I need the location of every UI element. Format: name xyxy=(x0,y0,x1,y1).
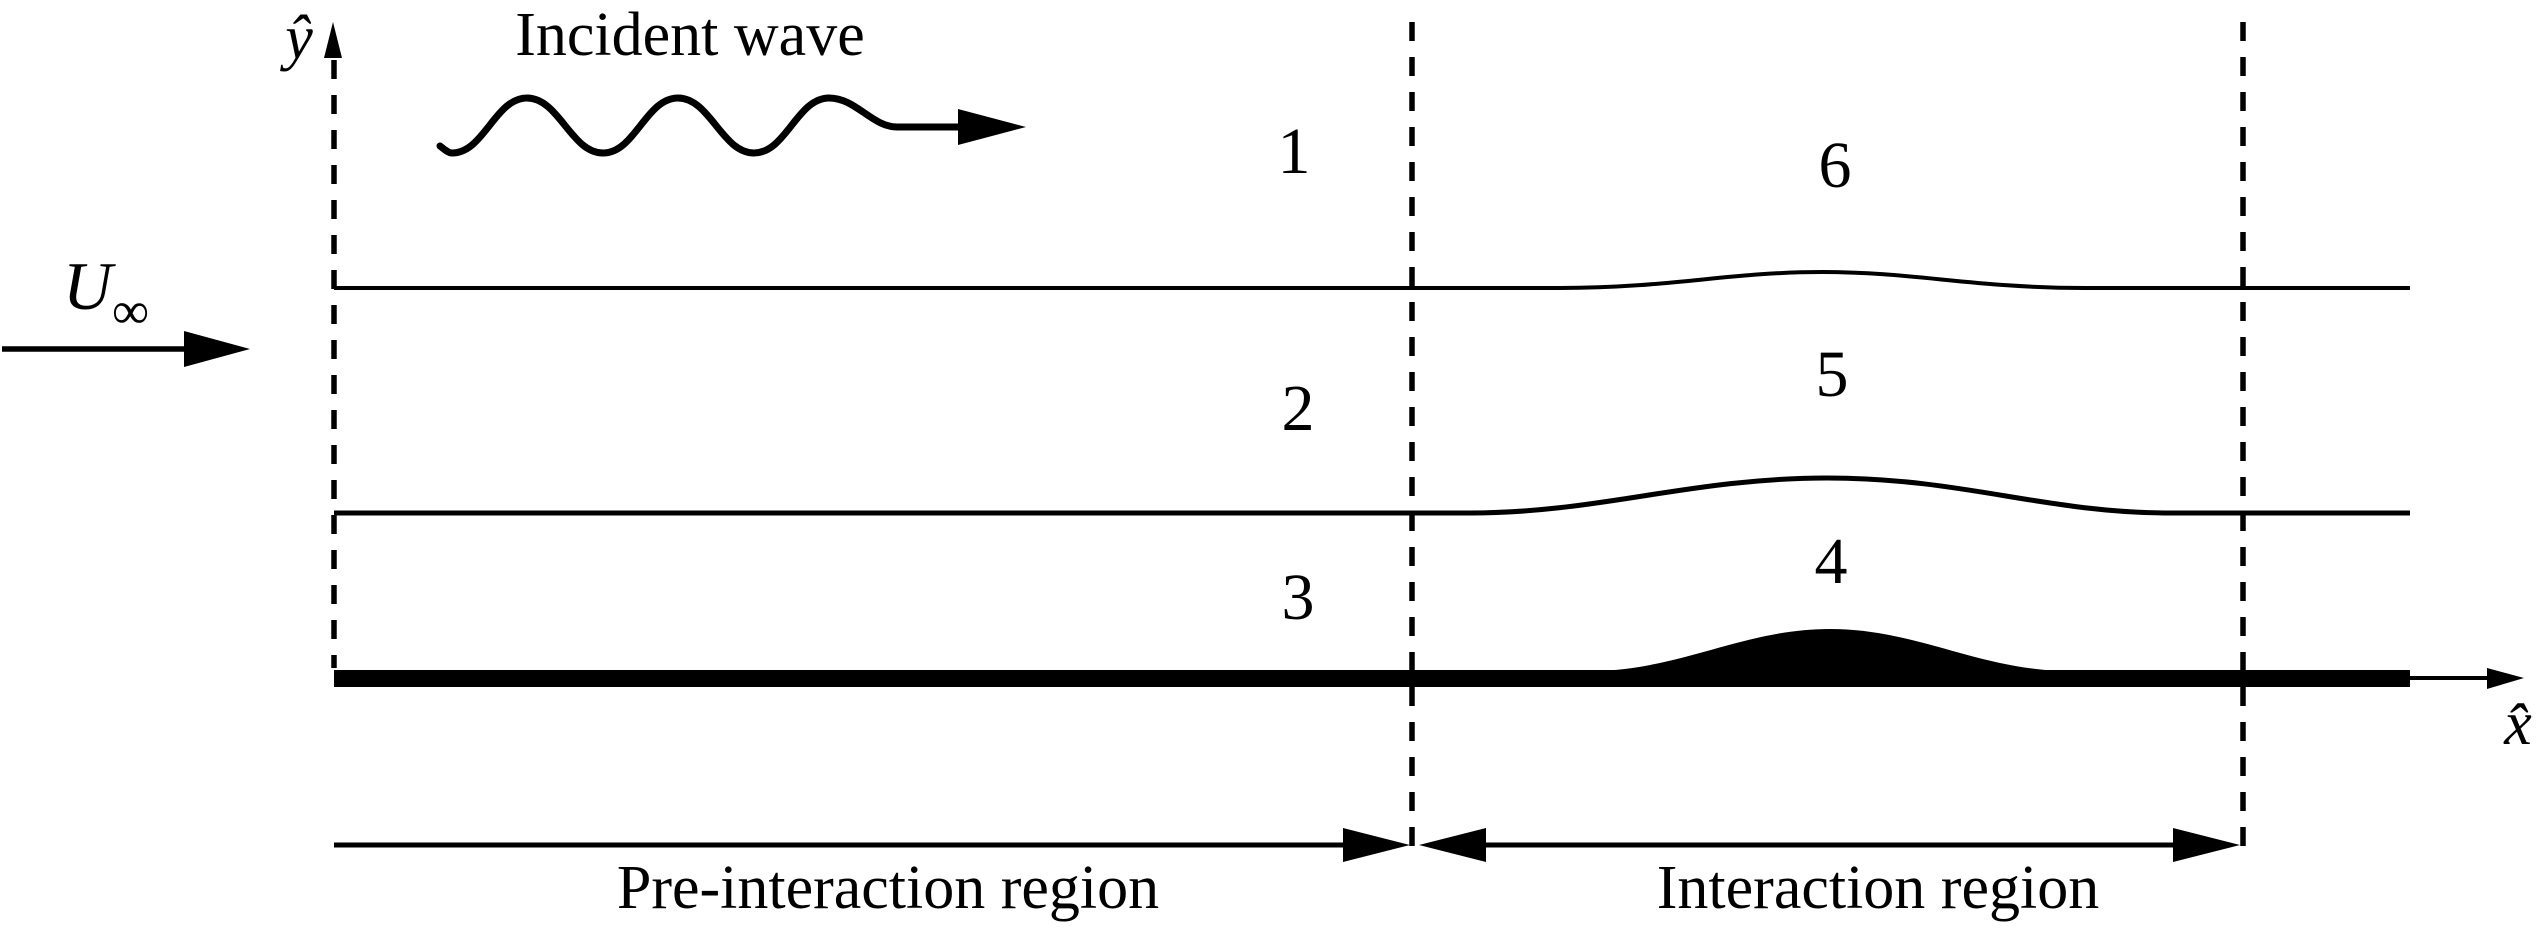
incident-wave-arrowhead-icon xyxy=(958,109,1026,145)
incident-wave-label: Incident wave xyxy=(515,1,864,69)
region-4-number: 4 xyxy=(1815,525,1848,598)
freestream-infinity-subscript: ∞ xyxy=(112,283,149,340)
region-3-number: 3 xyxy=(1282,561,1315,634)
wall-hump xyxy=(1598,629,2062,671)
interaction-region-label: Interaction region xyxy=(1657,854,2099,922)
lower-layer-edge-line xyxy=(334,475,2410,516)
interaction-right-arrowhead-icon xyxy=(2173,828,2240,862)
freestream-u-label: U xyxy=(63,248,116,324)
region-6-number: 6 xyxy=(1819,129,1852,202)
pre-interaction-arrowhead-icon xyxy=(1343,828,1410,862)
y-axis-label: ŷ xyxy=(279,4,313,72)
upper-layer-edge-line xyxy=(334,269,2410,290)
x-axis-arrowhead-icon xyxy=(2487,668,2524,689)
wall-plate xyxy=(334,670,2410,687)
y-axis-arrowhead-icon xyxy=(324,22,342,58)
region-1-number: 1 xyxy=(1278,115,1311,188)
incident-wave-squiggle xyxy=(436,94,966,157)
pre-interaction-region-label: Pre-interaction region xyxy=(617,854,1159,922)
x-axis-label: x̂ xyxy=(2503,690,2532,758)
region-2-number: 2 xyxy=(1282,372,1315,445)
region-5-number: 5 xyxy=(1816,338,1849,411)
freestream-arrowhead-icon xyxy=(184,331,250,367)
interaction-left-arrowhead-icon xyxy=(1419,828,1486,862)
